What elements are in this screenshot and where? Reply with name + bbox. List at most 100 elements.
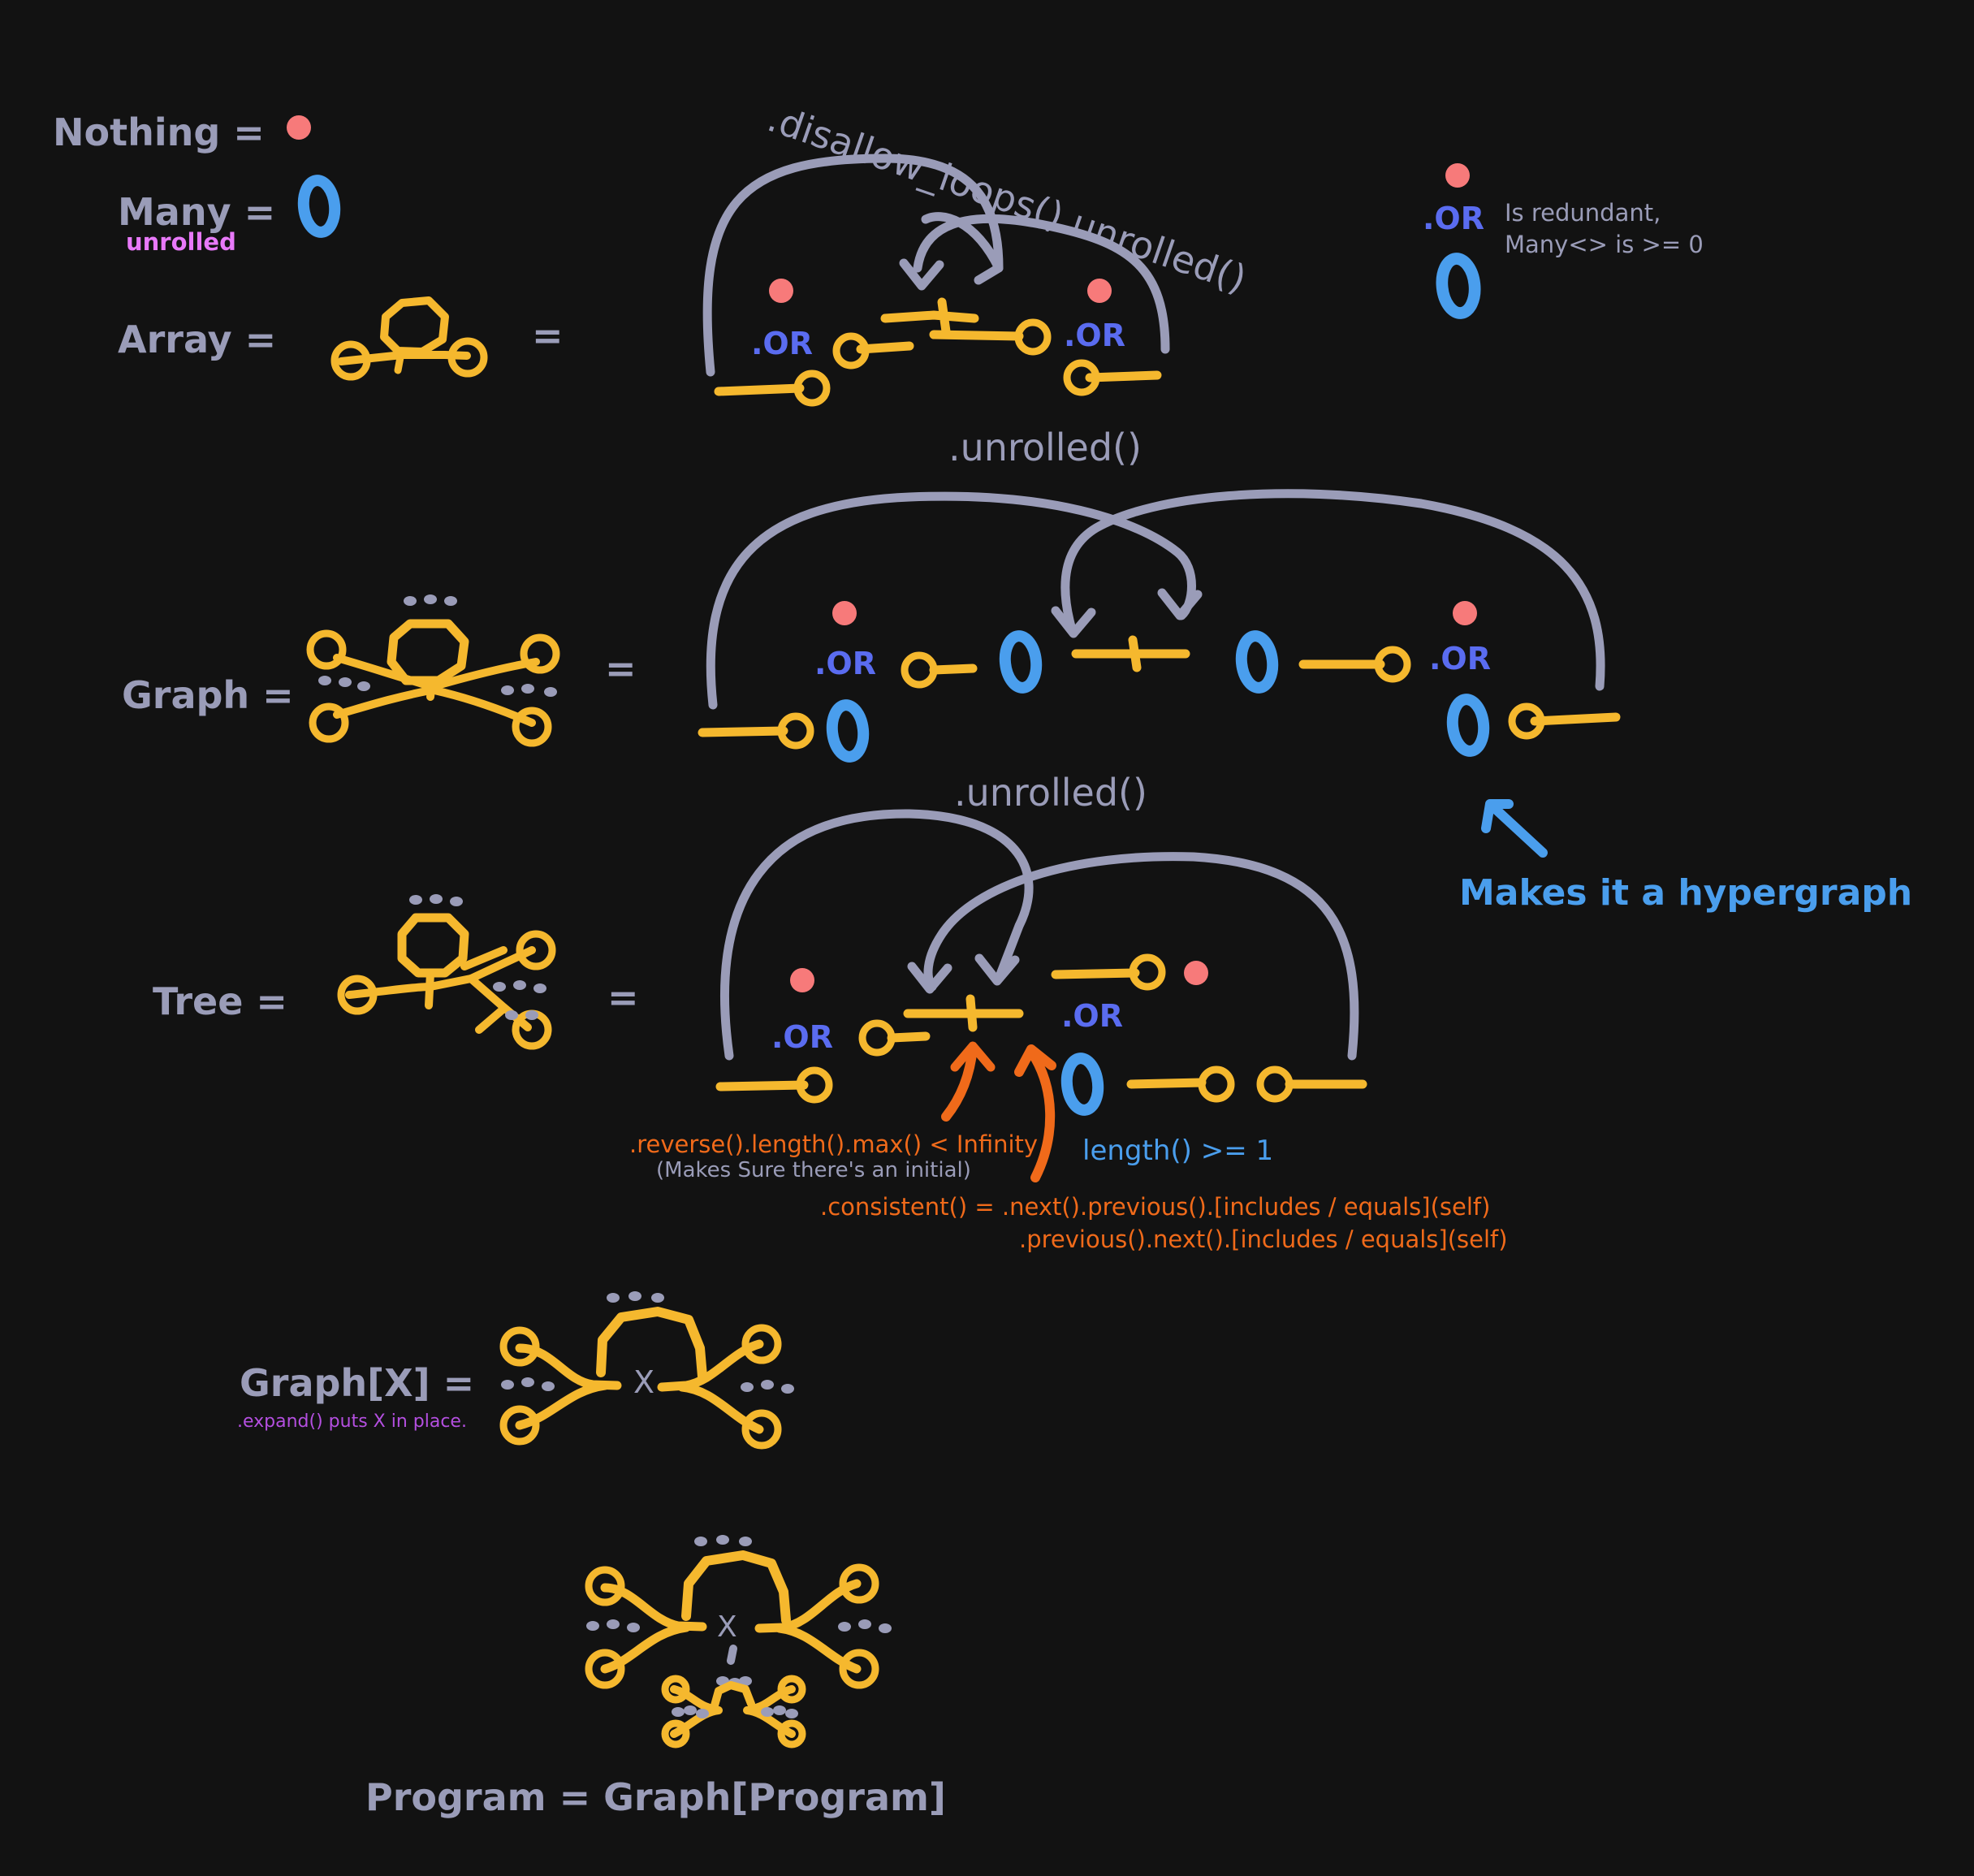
graph-arc-left bbox=[706, 491, 1196, 710]
consistent-annotation-1: .consistent() = .next().previous().[incl… bbox=[820, 1193, 1491, 1221]
graph-edge-initial bbox=[698, 726, 788, 737]
graph-x-label: Graph[X] = bbox=[240, 1361, 475, 1405]
array-ring-left bbox=[832, 332, 870, 370]
tree-ring-left bbox=[337, 975, 378, 1015]
graph-x-branch-lr bbox=[677, 1382, 764, 1434]
nothing-dot-icon bbox=[1087, 279, 1112, 303]
hypergraph-arrow bbox=[1481, 799, 1548, 858]
graph-arc-left-head bbox=[1157, 588, 1203, 620]
program-continuation-dots bbox=[607, 1619, 620, 1629]
program-node-loop bbox=[681, 1550, 791, 1625]
graph-continuation-dots bbox=[501, 685, 514, 695]
array-node-tick bbox=[394, 353, 404, 374]
program-ring-ur bbox=[839, 1563, 879, 1604]
program-nested-ring-ul bbox=[661, 1675, 690, 1704]
program-nested-dots bbox=[684, 1705, 697, 1715]
length-annotation: length() >= 1 bbox=[1082, 1135, 1274, 1167]
graph-edge-left bbox=[929, 664, 978, 675]
graph-x-continuation-dots bbox=[628, 1291, 641, 1301]
program-nested-dots bbox=[773, 1705, 786, 1715]
graph-ring-ul bbox=[306, 629, 347, 670]
tree-edge-left bbox=[887, 1031, 931, 1043]
graph-unrolled-annotation: .unrolled() bbox=[948, 426, 1142, 469]
graph-edge-final bbox=[1530, 712, 1621, 726]
program-ring-lr bbox=[839, 1649, 879, 1689]
unrolled-note: unrolled bbox=[126, 228, 236, 256]
nothing-dot-icon bbox=[1184, 961, 1208, 985]
tree-node-loop bbox=[397, 913, 469, 978]
array-ring-right bbox=[1014, 318, 1052, 356]
hypergraph-annotation: Makes it a hypergraph bbox=[1459, 872, 1913, 914]
array-edge-initial bbox=[714, 383, 805, 396]
program-nested-loop bbox=[711, 1681, 755, 1710]
nothing-dot-icon bbox=[287, 115, 311, 140]
program-link bbox=[727, 1645, 737, 1665]
array-ring-final bbox=[1063, 359, 1100, 396]
graph-ring-initial bbox=[777, 712, 814, 750]
graph-or-left: .OR bbox=[814, 646, 876, 681]
program-continuation-dots bbox=[858, 1619, 871, 1629]
array-or-left: .OR bbox=[751, 326, 813, 361]
nothing-label: Nothing = bbox=[53, 110, 265, 154]
tree-continuation-dots bbox=[525, 1010, 538, 1020]
program-branch-ll bbox=[600, 1623, 691, 1674]
graph-continuation-dots bbox=[404, 596, 417, 606]
program-x-mark: X bbox=[717, 1610, 737, 1644]
reverse-length-arrow bbox=[941, 1043, 978, 1122]
graph-ring-ur bbox=[520, 633, 560, 674]
tree-ring-initial bbox=[796, 1066, 833, 1104]
tree-continuation-dots bbox=[409, 895, 422, 905]
tree-equals: = bbox=[607, 975, 639, 1019]
program-branch-lr bbox=[775, 1623, 862, 1674]
graph-ring-lr bbox=[512, 707, 552, 747]
nothing-dot-icon bbox=[769, 279, 793, 303]
tree-unrolled-annotation: .unrolled() bbox=[954, 771, 1147, 815]
graph-continuation-dots bbox=[339, 677, 352, 687]
graph-x-ring-lr bbox=[741, 1409, 782, 1450]
graph-ring-right bbox=[1374, 646, 1411, 683]
redundant-note-2: Many<> is >= 0 bbox=[1505, 231, 1704, 258]
graph-continuation-dots bbox=[318, 676, 331, 685]
redundant-note-1: Is redundant, bbox=[1505, 199, 1661, 227]
tree-edge-mid bbox=[903, 994, 1024, 1032]
array-edge-mid bbox=[880, 297, 979, 336]
tree-continuation-dots bbox=[493, 982, 506, 992]
graph-x-branch-ul bbox=[515, 1343, 622, 1390]
graph-branch-ul bbox=[333, 654, 434, 690]
graph-x-ring-ul bbox=[499, 1326, 540, 1367]
graph-loop-final bbox=[1446, 694, 1490, 757]
graph-x-branch-ll bbox=[515, 1381, 610, 1430]
program-nested-ring-ur bbox=[777, 1675, 806, 1704]
graph-x-continuation-dots bbox=[501, 1380, 514, 1390]
tree-or-right: .OR bbox=[1061, 998, 1123, 1034]
initial-note: (Makes Sure there's an initial) bbox=[656, 1158, 971, 1182]
program-continuation-dots bbox=[716, 1535, 729, 1545]
graph-continuation-dots bbox=[521, 684, 534, 694]
graph-x-continuation-dots bbox=[651, 1293, 664, 1303]
program-ring-ul bbox=[585, 1566, 625, 1606]
program-ring-ll bbox=[585, 1649, 625, 1689]
graph-x-ring-ur bbox=[741, 1324, 782, 1364]
program-nested-dots bbox=[696, 1709, 709, 1718]
program-link-dots bbox=[739, 1676, 752, 1686]
nothing-dot-icon bbox=[790, 968, 814, 992]
consistent-annotation-2: .previous().next().[includes / equals](s… bbox=[1019, 1225, 1508, 1253]
program-nested-dots bbox=[672, 1707, 685, 1717]
array-node-stem bbox=[337, 351, 471, 365]
graph-label: Graph = bbox=[122, 673, 294, 717]
redundant-or: .OR bbox=[1423, 201, 1484, 236]
tree-edge-initial bbox=[715, 1080, 809, 1091]
program-nested-ring-ll bbox=[661, 1719, 690, 1748]
graph-x-continuation-dots bbox=[741, 1382, 754, 1392]
graph-continuation-dots bbox=[424, 594, 437, 604]
program-nested-dots bbox=[761, 1707, 774, 1717]
array-arc-outer bbox=[702, 153, 1004, 377]
graph-loop-left bbox=[999, 630, 1043, 694]
array-arc-inner bbox=[921, 212, 1004, 273]
tree-edge-final-mid bbox=[1126, 1078, 1207, 1089]
graph-continuation-dots bbox=[444, 596, 457, 606]
graph-continuation-dots bbox=[357, 681, 370, 691]
tree-loop-final bbox=[1060, 1053, 1104, 1116]
graph-ring-ll bbox=[309, 702, 349, 743]
